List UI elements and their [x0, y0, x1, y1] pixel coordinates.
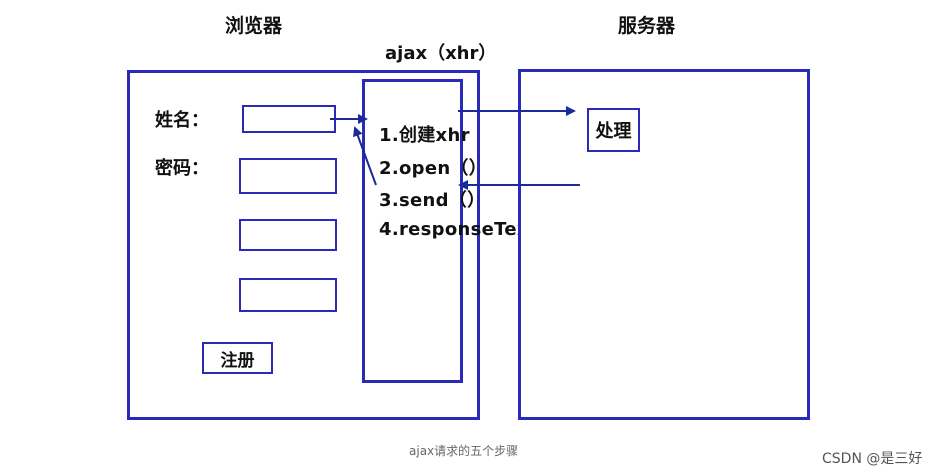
process-box: 处理	[587, 108, 640, 152]
figure-caption: ajax请求的五个步骤	[409, 444, 519, 458]
browser-title: 浏览器	[225, 15, 283, 37]
register-button[interactable]: 注册	[202, 342, 273, 374]
arrow-send-up	[353, 126, 377, 186]
step-4: 4.responseText	[379, 219, 538, 240]
ajax-title: ajax（xhr）	[385, 43, 497, 64]
password-field[interactable]	[239, 158, 337, 194]
form-field-3[interactable]	[239, 219, 337, 251]
name-field[interactable]	[242, 105, 336, 133]
step-3: 3.send（）	[379, 190, 486, 211]
register-button-label: 注册	[220, 350, 255, 371]
server-panel	[518, 69, 810, 420]
name-label: 姓名：	[155, 110, 209, 131]
server-title: 服务器	[618, 15, 676, 37]
process-label: 处理	[595, 121, 632, 142]
watermark: CSDN @是三好	[822, 451, 923, 467]
xhr-box	[362, 79, 463, 383]
step-1: 1.创建xhr	[379, 125, 470, 146]
form-field-4[interactable]	[239, 278, 337, 312]
step-2: 2.open（）	[379, 158, 488, 179]
password-label: 密码：	[155, 158, 209, 179]
